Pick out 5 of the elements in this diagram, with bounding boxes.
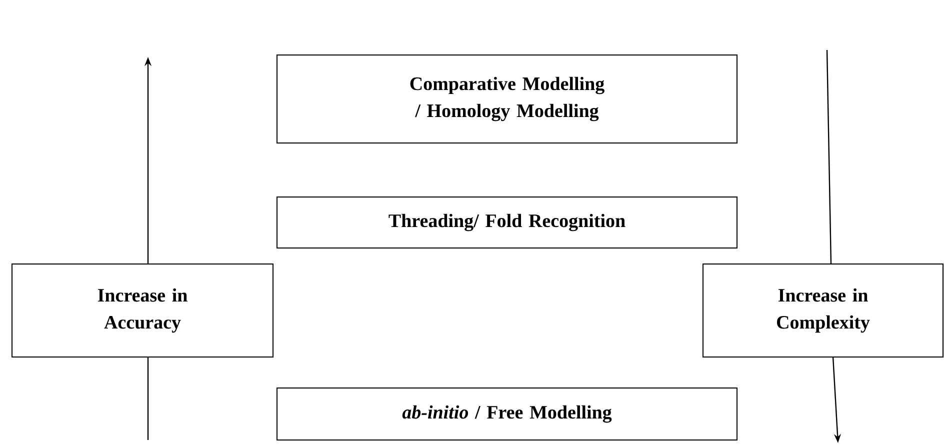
text-box: Comparative Modelling / Homology Modelling xyxy=(276,54,738,144)
text-box: ab-initio / Free Modelling xyxy=(276,388,738,440)
text-box: Threading/ Fold Recognition xyxy=(276,196,738,248)
text-box: Increase in Complexity xyxy=(702,264,944,358)
text-box: Increase in Accuracy xyxy=(12,264,274,358)
